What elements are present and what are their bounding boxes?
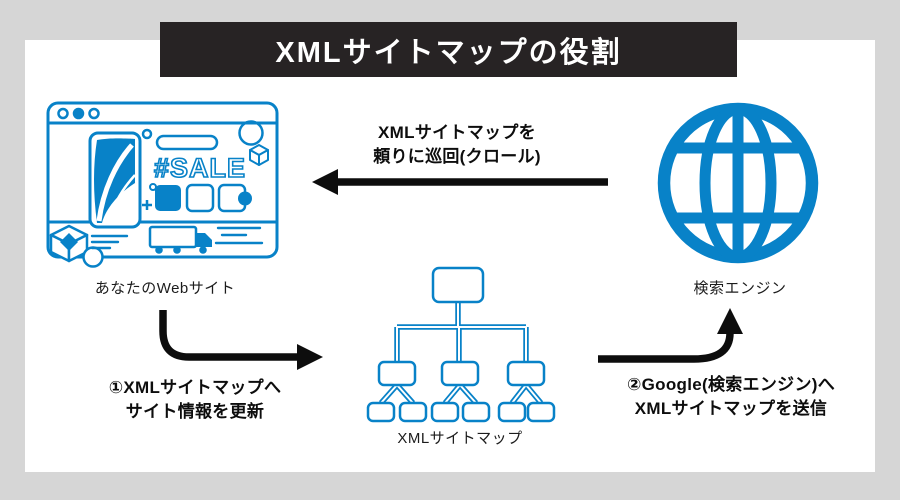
submit-annotation-line2: XMLサイトマップを送信: [634, 399, 828, 418]
update-annotation-line1: ①XMLサイトマップへ: [108, 378, 282, 397]
website-label: あなたのWebサイト: [94, 280, 236, 297]
sitemap-tree-icon: [366, 266, 556, 423]
dot-accent-icon: [141, 128, 153, 140]
delivery-truck-icon: [148, 225, 212, 254]
globe-icon: [657, 102, 819, 264]
text-lines-icon: [90, 234, 129, 250]
page-title: XMLサイトマップの役割: [275, 36, 622, 69]
phone-banner-icon: [88, 131, 142, 229]
search-pill-icon: [155, 134, 219, 151]
search-engine-label: 検索エンジン: [693, 280, 787, 297]
speed-lines-icon: [214, 226, 264, 245]
update-annotation: ①XMLサイトマップへ サイト情報を更新: [90, 376, 300, 424]
submit-annotation-line1: ②Google(検索エンジン)へ: [626, 375, 836, 394]
bubble-icon: [238, 120, 264, 146]
sale-badge-text: #SALE: [154, 153, 246, 183]
product-tiles-icon: [142, 183, 252, 213]
submit-annotation: ②Google(検索エンジン)へ XMLサイトマップを送信: [595, 373, 867, 421]
website-browser-icon: #SALE: [46, 101, 279, 268]
sitemap-label: XMLサイトマップ: [397, 430, 523, 447]
update-annotation-line2: サイト情報を更新: [125, 402, 265, 421]
small-cube-icon: [249, 144, 269, 166]
crawl-annotation: XMLサイトマップを 頼りに巡回(クロール): [322, 121, 592, 169]
crawl-annotation-line1: XMLサイトマップを: [378, 123, 536, 142]
crawl-annotation-line2: 頼りに巡回(クロール): [373, 147, 541, 166]
title-banner: XMLサイトマップの役割: [160, 22, 737, 77]
window-controls-icon: [57, 107, 100, 120]
